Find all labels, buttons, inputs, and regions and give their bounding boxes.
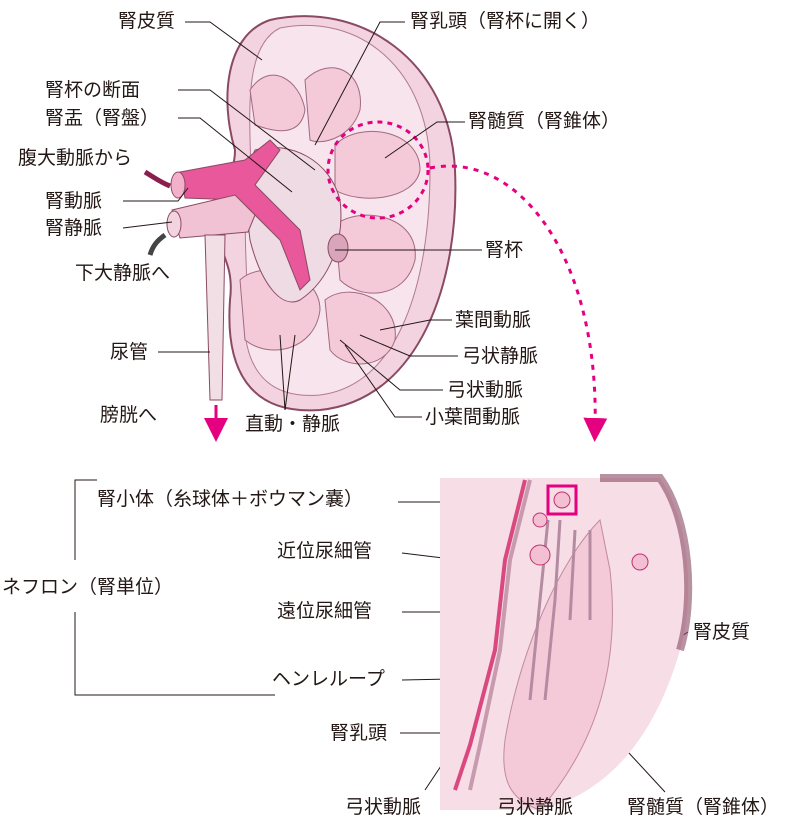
label-distal-tubule: 遠位尿細管: [277, 600, 373, 622]
label-medulla: 腎髄質（腎錐体）: [468, 110, 621, 132]
label-loop-of-henle: ヘンレループ: [272, 668, 385, 690]
kidney-cross-section: [213, 15, 608, 442]
label-renal-corpuscle: 腎小体（糸球体＋ボウマン嚢）: [97, 488, 364, 510]
label-arcuate-artery: 弓状動脈: [447, 379, 524, 401]
label-papilla: 腎乳頭: [330, 722, 388, 744]
label-nephron-cortex: 腎皮質: [693, 621, 751, 643]
label-vasa-recta: 直動・静脈: [245, 413, 341, 435]
label-to-bladder: 膀胱へ: [100, 404, 158, 426]
label-cortex: 腎皮質: [118, 10, 176, 32]
label-interlobar-artery: 葉間動脈: [455, 309, 532, 331]
label-from-aorta: 腹大動脈から: [18, 147, 133, 169]
label-papilla-opening: 腎乳頭（腎杯に開く）: [410, 10, 601, 32]
renal-vessels: [143, 139, 311, 442]
label-nephron-arcuate-artery: 弓状動脈: [345, 796, 422, 818]
label-renal-vein: 腎静脈: [45, 217, 103, 239]
label-proximal-tubule: 近位尿細管: [277, 540, 373, 562]
label-arcuate-vein: 弓状静脈: [462, 345, 539, 367]
label-nephron-medulla: 腎髄質（腎錐体）: [627, 796, 780, 818]
label-to-ivc: 下大静脈へ: [75, 262, 171, 284]
label-calyx: 腎杯: [485, 239, 524, 261]
label-calyx-section: 腎杯の断面: [45, 79, 141, 101]
label-pelvis: 腎盂（腎盤）: [45, 107, 160, 129]
label-interlobular-artery: 小葉間動脈: [425, 406, 521, 428]
label-renal-artery: 腎動脈: [45, 190, 103, 212]
label-ureter: 尿管: [110, 341, 149, 363]
nephron-detail: [440, 474, 693, 811]
label-nephron-arcuate-vein: 弓状静脈: [497, 796, 574, 818]
label-nephron: ネフロン（腎単位）: [2, 576, 174, 598]
